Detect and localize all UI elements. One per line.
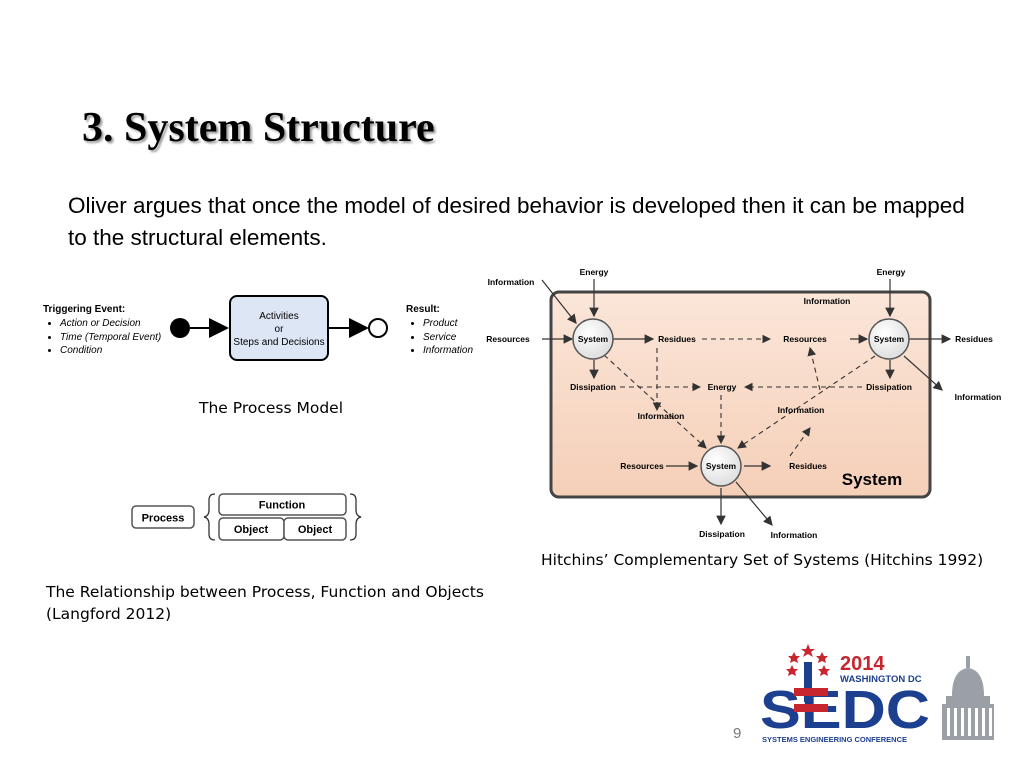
triggering-item: Action or Decision xyxy=(60,317,161,331)
triggering-item: Condition xyxy=(60,344,161,358)
label-residues-bottom: Residues xyxy=(789,461,827,471)
object-label-2: Object xyxy=(298,524,333,536)
relationship-caption-line-2: (Langford 2012) xyxy=(46,605,172,623)
result-list: Product Service Information xyxy=(406,317,473,358)
logo-letters: SEDC xyxy=(760,680,930,740)
dash-residues-to-information-mid xyxy=(789,427,811,457)
system-label-left: System xyxy=(578,334,609,344)
activities-line-2: or xyxy=(275,324,285,335)
system-node-bottom xyxy=(700,445,742,487)
right-brace xyxy=(349,493,362,541)
dash-information-to-resources xyxy=(807,346,821,391)
triggering-item: Time (Temporal Event) xyxy=(60,331,161,345)
system-label-right: System xyxy=(874,334,905,344)
label-resources-bottom: Resources xyxy=(620,461,664,471)
label-information-midleft: Information xyxy=(638,411,685,421)
label-information-topleft: Information xyxy=(488,277,535,287)
relationship-caption-line-1: The Relationship between Process, Functi… xyxy=(46,583,484,601)
label-information-midright: Information xyxy=(778,405,825,415)
result-item: Product xyxy=(423,317,473,331)
process-model-caption: The Process Model xyxy=(199,399,344,417)
logo-monument xyxy=(804,662,812,702)
label-information-topmid: Information xyxy=(804,296,851,306)
object-label-1: Object xyxy=(234,524,269,536)
left-brace xyxy=(203,493,216,541)
activities-line-1: Activities xyxy=(259,311,298,322)
arrow-information-bottom xyxy=(735,481,773,526)
logo-location: WASHINGTON DC xyxy=(840,674,922,685)
label-energy-mid: Energy xyxy=(708,382,737,392)
label-dissipation-bottom: Dissipation xyxy=(699,529,745,539)
label-resources-mid: Resources xyxy=(783,334,827,344)
label-information-right: Information xyxy=(955,392,1002,402)
system-node-left xyxy=(572,318,614,360)
result-item: Information xyxy=(423,344,473,358)
result-item: Service xyxy=(423,331,473,345)
label-residues-left: Residues xyxy=(658,334,696,344)
triggering-event-list: Action or Decision Time (Temporal Event)… xyxy=(43,317,161,358)
system-frame-label: System xyxy=(842,470,902,489)
function-label: Function xyxy=(259,500,306,512)
relationship-diagram: Process Function Object Object xyxy=(131,493,362,541)
label-dissipation-right: Dissipation xyxy=(866,382,912,392)
capitol-dome-icon xyxy=(942,656,994,740)
label-dissipation-left: Dissipation xyxy=(570,382,616,392)
system-label-bottom: System xyxy=(706,461,737,471)
process-box xyxy=(131,505,195,529)
arrow-information-right xyxy=(903,355,943,391)
logo-red-bar-2 xyxy=(794,704,828,712)
label-energy-left: Energy xyxy=(580,267,609,277)
label-energy-right: Energy xyxy=(877,267,906,277)
hitchins-caption: Hitchins’ Complementary Set of Systems (… xyxy=(541,551,984,569)
dash-right-system-to-bottom xyxy=(737,355,876,449)
logo-red-bar-1 xyxy=(794,688,828,696)
hitchins-diagram: System System System System Ene xyxy=(486,267,1002,540)
logo-tagline: SYSTEMS ENGINEERING CONFERENCE xyxy=(762,735,907,744)
page-number: 9 xyxy=(733,725,742,742)
logo-year: 2014 xyxy=(840,653,885,675)
arrow-information-in xyxy=(541,279,577,324)
process-model-diagram: Activities or Steps and Decisions xyxy=(170,295,388,361)
activities-line-3: Steps and Decisions xyxy=(233,337,324,348)
triggering-event-heading: Triggering Event: xyxy=(43,304,126,315)
start-event-dot xyxy=(170,318,190,338)
function-box xyxy=(218,493,347,516)
result-heading: Result: xyxy=(406,304,440,315)
relationship-caption: The Relationship between Process, Functi… xyxy=(46,581,484,625)
end-event-circle xyxy=(368,318,388,338)
logo-stars xyxy=(786,644,830,676)
label-residues-right: Residues xyxy=(955,334,993,344)
sedc-logo: 2014 WASHINGTON DC SEDC SYSTEMS ENGINEER… xyxy=(760,644,994,744)
process-label: Process xyxy=(142,513,185,525)
intro-text: Oliver argues that once the model of des… xyxy=(68,193,965,250)
label-information-bottom: Information xyxy=(771,530,818,540)
label-resources-left: Resources xyxy=(486,334,530,344)
object-box-2 xyxy=(283,517,347,541)
system-node-right xyxy=(868,318,910,360)
slide-title: 3. System Structure xyxy=(82,105,435,151)
